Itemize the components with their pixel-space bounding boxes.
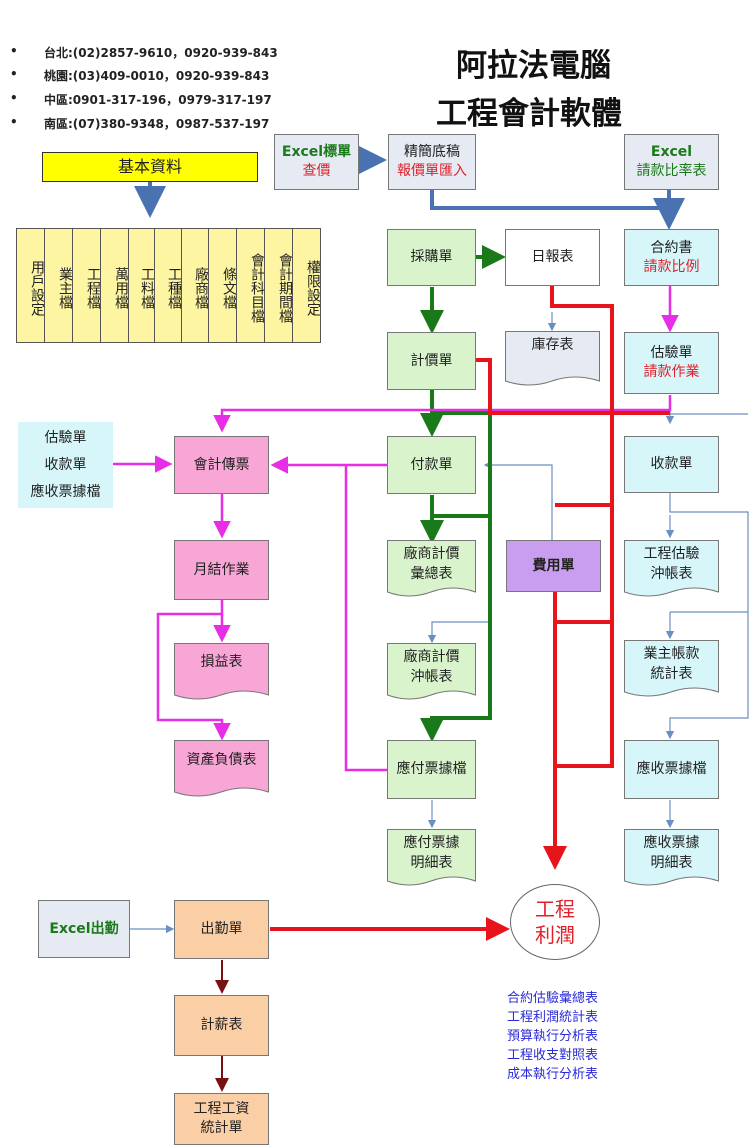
report-link-0[interactable]: 合約估驗彙總表 [506,991,598,1006]
vendor-summary-report[interactable]: 廠商計價彙總表 [387,540,476,602]
basic-item-period-file[interactable]: 會計期間檔 [264,228,293,343]
basic-item-general-file[interactable]: 萬用檔 [100,228,129,343]
project-profit-node[interactable]: 工程利潤 [510,884,600,960]
report-link-3[interactable]: 工程收支對照表 [506,1048,598,1063]
balance-sheet-report[interactable]: 資產負債表 [174,740,269,802]
basic-item-trade-file[interactable]: 工種檔 [154,228,182,343]
basic-item-user-settings[interactable]: 用戶設定 [16,228,45,343]
draft-box[interactable]: 精簡底稿報價單匯入 [388,134,476,190]
contract-box[interactable]: 合約書請款比例 [624,229,719,286]
accounting-inputs-box[interactable]: 估驗單收款單應收票據檔 [18,422,113,508]
basic-item-material-file[interactable]: 工料檔 [128,228,155,343]
contact-taipei: •台北:(02)2857-9610，0920-939-843 [10,44,278,60]
pnl-report[interactable]: 損益表 [174,643,269,705]
basic-data-header[interactable]: 基本資料 [42,152,258,182]
vendor-offset-report[interactable]: 廠商計價沖帳表 [387,643,476,705]
project-offset-report[interactable]: 工程估驗沖帳表 [624,540,719,602]
report-link-2[interactable]: 預算執行分析表 [506,1029,598,1044]
voucher-box[interactable]: 會計傳票 [174,436,269,494]
pricing-sheet-box[interactable]: 計價單 [387,332,476,390]
estimate-box[interactable]: 估驗單請款作業 [624,332,719,394]
title-line2: 工程會計軟體 [436,96,622,132]
basic-item-account-file[interactable]: 會計科目檔 [236,228,265,343]
receipt-box[interactable]: 收款單 [624,436,719,493]
payment-slip-box[interactable]: 付款單 [387,436,476,494]
monthly-close-box[interactable]: 月結作業 [174,540,269,600]
purchase-order-box[interactable]: 採購單 [387,229,476,286]
contact-taoyuan: •桃園:(03)409-0010，0920-939-843 [10,67,270,83]
expense-box[interactable]: 費用單 [506,540,601,592]
excel-quote-box[interactable]: Excel標單查價 [274,134,359,190]
payable-detail-report[interactable]: 應付票據明細表 [387,829,476,891]
report-link-1[interactable]: 工程利潤統計表 [506,1010,598,1025]
basic-item-project-file[interactable]: 工程檔 [72,228,101,343]
basic-item-vendor-file[interactable]: 廠商檔 [181,228,209,343]
title-line1: 阿拉法電腦 [456,48,611,84]
payroll-box[interactable]: 計薪表 [174,995,269,1056]
contact-south: •南區:(07)380-9348，0987-537-197 [10,115,270,131]
receivable-detail-report[interactable]: 應收票據明細表 [624,829,719,891]
basic-item-owner-file[interactable]: 業主檔 [44,228,73,343]
owner-stats-report[interactable]: 業主帳款統計表 [624,640,719,702]
bullet-icon: • [10,44,18,58]
bullet-icon: • [10,91,18,105]
receivable-notes-box[interactable]: 應收票據檔 [624,740,719,799]
daily-report-box[interactable]: 日報表 [505,229,600,286]
report-link-4[interactable]: 成本執行分析表 [506,1067,598,1082]
contact-central: •中區:0901-317-196，0979-317-197 [10,91,272,107]
payable-notes-box[interactable]: 應付票據檔 [387,740,476,799]
bullet-icon: • [10,67,18,81]
attendance-box[interactable]: 出勤單 [174,900,269,959]
wage-stats-box[interactable]: 工程工資統計單 [174,1093,269,1145]
inventory-report[interactable]: 庫存表 [505,331,600,391]
excel-attendance-box[interactable]: Excel出勤 [38,900,130,958]
basic-item-permissions[interactable]: 權限設定 [292,228,321,343]
basic-item-clause-file[interactable]: 條文檔 [208,228,237,343]
bullet-icon: • [10,115,18,129]
